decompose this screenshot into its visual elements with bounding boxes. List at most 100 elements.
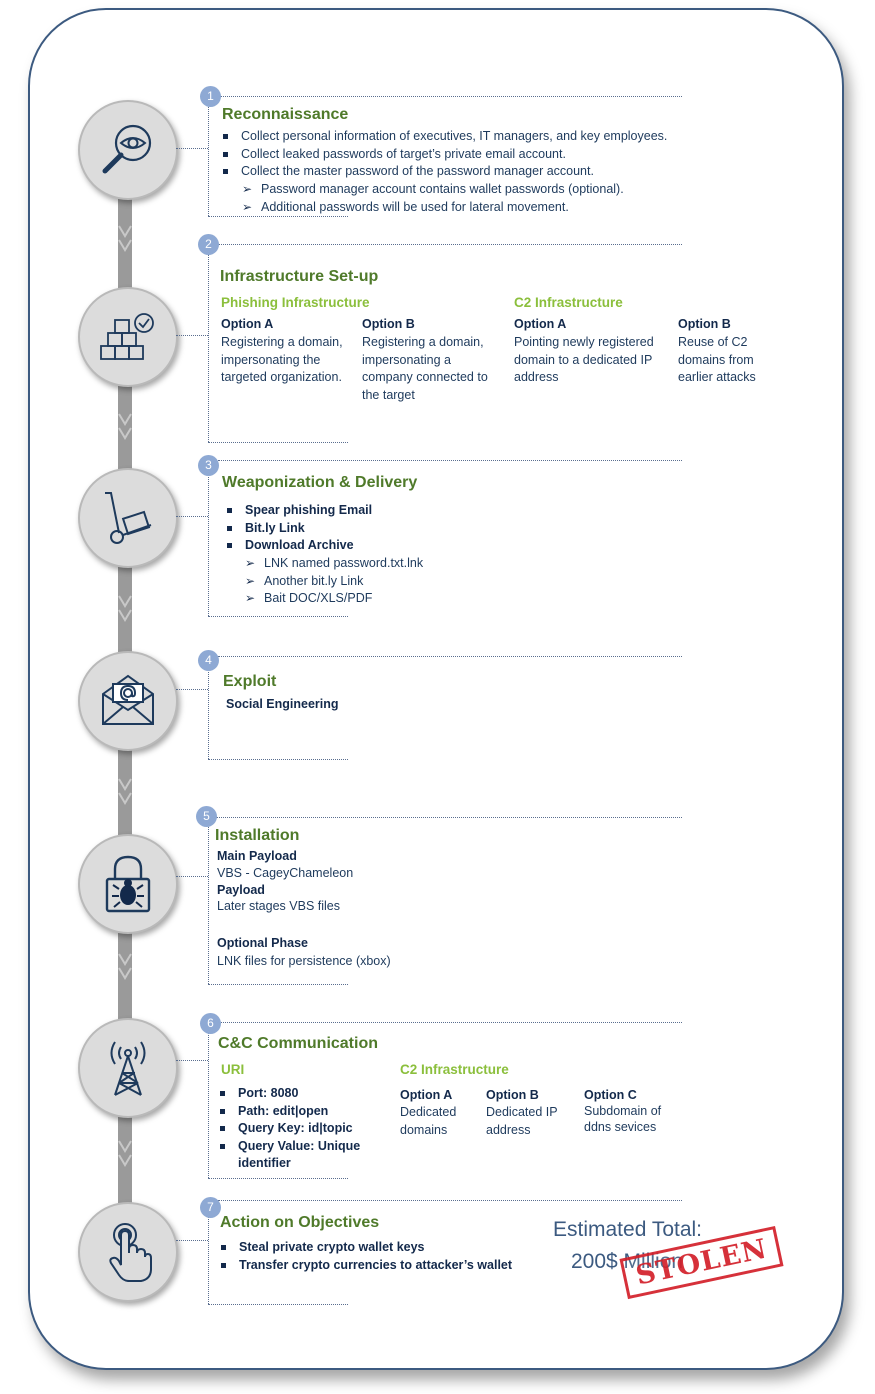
section-title-installation: Installation	[215, 827, 300, 844]
bracket	[208, 100, 209, 216]
uri-title: URI	[221, 1062, 245, 1077]
cnc-icon-circle	[78, 1018, 178, 1118]
connector	[176, 335, 208, 336]
section-topline	[218, 656, 682, 657]
connector	[176, 1060, 208, 1061]
list-item: Query Value: Unique identifier	[220, 1138, 378, 1173]
list-item: Download Archive	[226, 537, 372, 555]
weaponization-bullets: Spear phishing Email Bit.ly Link Downloa…	[226, 502, 372, 555]
section-topline	[218, 1022, 682, 1023]
payload-text: Later stages VBS files	[217, 899, 340, 913]
option-label: Option A	[400, 1088, 453, 1102]
option-label: Option C	[584, 1088, 637, 1102]
option-label: Option B	[678, 317, 731, 331]
bracket	[208, 820, 209, 984]
section-bottomline	[208, 616, 348, 617]
option-text: Pointing newly registered domain to a de…	[514, 335, 654, 384]
list-item: Password manager account contains wallet…	[242, 181, 624, 199]
chevron-down-icon	[118, 413, 132, 440]
main-payload-text: VBS - CageyChameleon	[217, 866, 354, 880]
weaponization-icon-circle	[78, 468, 178, 568]
step-number-badge: 4	[198, 650, 219, 671]
list-item: Collect personal information of executiv…	[222, 128, 667, 146]
list-item: Bait DOC/XLS/PDF	[245, 590, 423, 608]
connector	[176, 876, 208, 877]
section-topline	[218, 244, 682, 245]
envelope-at-icon	[102, 674, 154, 725]
list-item: Port: 8080	[220, 1085, 378, 1103]
section-title-weaponization: Weaponization & Delivery	[222, 474, 418, 491]
chevron-down-icon	[118, 778, 132, 805]
section-bottomline	[208, 759, 348, 760]
option-label: Option A	[514, 317, 567, 331]
weaponization-subbullets: LNK named password.txt.lnk Another bit.l…	[245, 555, 423, 608]
recon-subbullets: Password manager account contains wallet…	[242, 181, 624, 216]
section-topline	[216, 817, 682, 818]
chevron-down-icon	[118, 953, 132, 980]
eye-magnifier-icon	[102, 124, 152, 174]
option-text: Dedicated IP address	[486, 1105, 558, 1137]
bracket	[208, 1210, 209, 1304]
step-number-badge: 2	[198, 234, 219, 255]
lock-bug-icon	[105, 855, 151, 913]
section-title-exploit: Exploit	[223, 673, 277, 690]
optional-phase-label: Optional Phase	[217, 936, 308, 950]
option-label: Option A	[221, 317, 274, 331]
bracket	[208, 468, 209, 616]
connector	[176, 148, 208, 149]
payload-label: Payload	[217, 883, 265, 897]
exploit-text: Social Engineering	[226, 697, 339, 711]
estimated-total-label: Estimated Total:	[553, 1218, 703, 1241]
bracket	[208, 664, 209, 759]
connector	[176, 1240, 208, 1241]
antenna-tower-icon	[110, 1041, 146, 1096]
objectives-icon-circle	[78, 1202, 178, 1302]
list-item: Query Key: id|topic	[220, 1120, 378, 1138]
step-number-badge: 6	[200, 1013, 221, 1034]
section-title-objectives: Action on Objectives	[220, 1214, 380, 1231]
connector	[176, 516, 208, 517]
connector	[176, 689, 208, 690]
chevron-down-icon	[118, 225, 132, 252]
list-item: Collect the master password of the passw…	[222, 163, 667, 181]
section-bottomline	[208, 1304, 348, 1305]
infrastructure-icon-circle	[78, 287, 178, 387]
list-item: Path: edit|open	[220, 1103, 378, 1121]
section-topline	[218, 460, 682, 461]
uri-list: Port: 8080 Path: edit|open Query Key: id…	[220, 1085, 378, 1173]
phishing-infrastructure-title: Phishing Infrastructure	[221, 295, 370, 310]
section-bottomline	[208, 984, 348, 985]
estimated-total-value: 200$ Million	[571, 1250, 684, 1273]
option-text: Dedicated domains	[400, 1105, 457, 1137]
chevron-down-icon	[118, 1140, 132, 1167]
recon-bullets: Collect personal information of executiv…	[222, 128, 667, 181]
list-item: Bit.ly Link	[226, 520, 372, 538]
section-topline	[218, 1200, 682, 1201]
option-text: Registering a domain, impersonating a co…	[362, 335, 488, 402]
chevron-down-icon	[118, 595, 132, 622]
section-bottomline	[208, 216, 348, 217]
objectives-bullets: Steal private crypto wallet keys Transfe…	[220, 1239, 512, 1275]
list-item: Transfer crypto currencies to attacker’s…	[220, 1257, 512, 1275]
boxes-check-icon	[100, 313, 154, 360]
optional-phase-text: LNK files for persistence (xbox)	[217, 954, 391, 968]
hand-truck-icon	[105, 492, 152, 544]
c2-infrastructure-title: C2 Infrastructure	[400, 1062, 509, 1077]
step-number-badge: 1	[200, 86, 221, 107]
section-topline	[220, 96, 682, 97]
list-item: Steal private crypto wallet keys	[220, 1239, 512, 1257]
installation-icon-circle	[78, 834, 178, 934]
section-title-reconnaissance: Reconnaissance	[222, 106, 349, 123]
option-label: Option B	[486, 1088, 539, 1102]
main-payload-label: Main Payload	[217, 849, 297, 863]
list-item: LNK named password.txt.lnk	[245, 555, 423, 573]
bracket	[208, 1026, 209, 1178]
reconnaissance-icon-circle	[78, 100, 178, 200]
step-number-badge: 7	[200, 1197, 221, 1218]
bracket	[208, 248, 209, 442]
list-item: Collect leaked passwords of target’s pri…	[222, 146, 667, 164]
section-bottomline	[208, 442, 348, 443]
section-title-cnc: C&C Communication	[218, 1035, 378, 1052]
hand-pointer-icon	[109, 1223, 152, 1282]
list-item: Another bit.ly Link	[245, 573, 423, 591]
